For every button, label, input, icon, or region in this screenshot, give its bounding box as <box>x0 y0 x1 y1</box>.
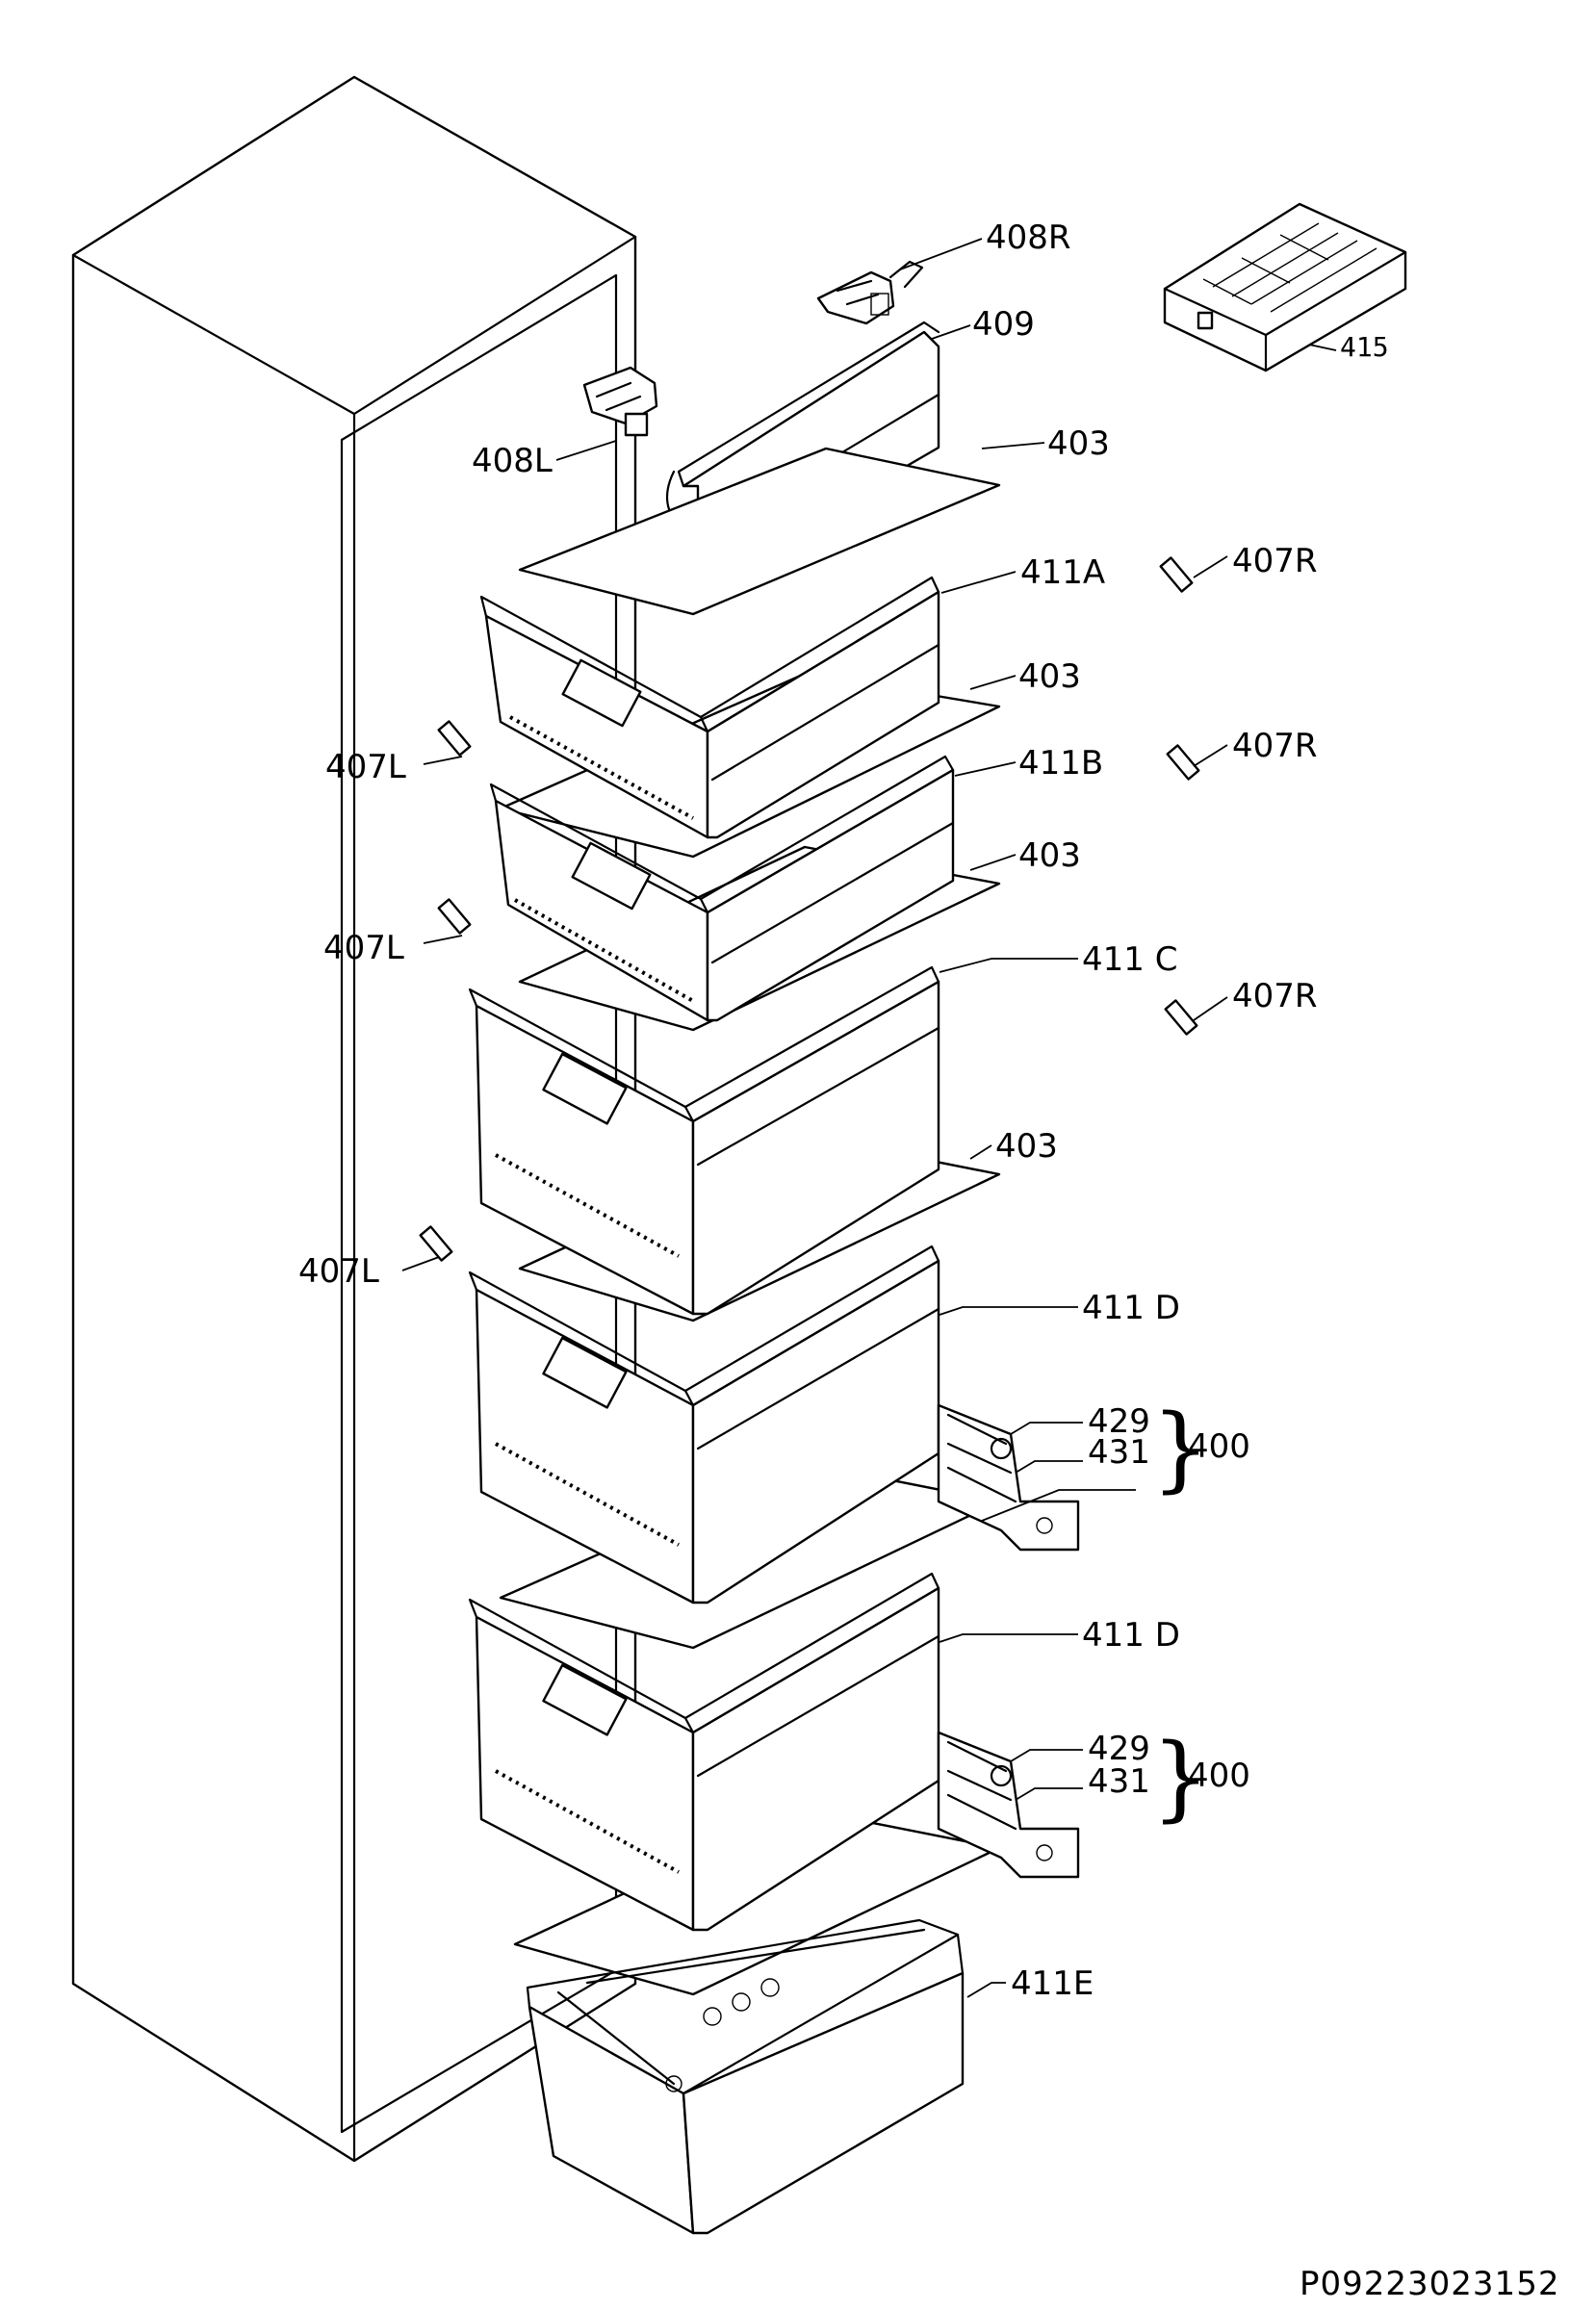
drawing-code: P09223023152 <box>1300 2265 1559 2303</box>
callout-403-1: 403 <box>1047 424 1110 463</box>
callout-411E: 411E <box>1011 1964 1094 2003</box>
callout-407L-1: 407L <box>325 748 406 786</box>
callout-411B: 411B <box>1018 744 1103 783</box>
drawer-411D-2 <box>468 1572 940 1932</box>
glass-shelf-403-1 <box>518 447 1001 616</box>
callout-431-1: 431 <box>1088 1433 1150 1472</box>
ice-tray-415 <box>1163 202 1407 372</box>
callout-400-2: 400 <box>1188 1757 1250 1795</box>
callout-431-2: 431 <box>1088 1762 1150 1801</box>
callout-403-2: 403 <box>1018 657 1081 696</box>
callout-403-3: 403 <box>1018 836 1081 875</box>
callout-429-1: 429 <box>1088 1402 1150 1441</box>
clip-407L-3 <box>419 1225 453 1262</box>
rail-assembly-400-1 <box>937 1403 1080 1552</box>
callout-429-2: 429 <box>1088 1730 1150 1768</box>
brace-400-1: } <box>1151 1395 1210 1502</box>
top-hinge-left-408L <box>582 366 658 437</box>
callout-407R-3: 407R <box>1232 977 1318 1015</box>
callout-407L-3: 407L <box>298 1252 379 1291</box>
callout-411A: 411A <box>1020 553 1105 592</box>
callout-411C: 411 C <box>1082 940 1177 979</box>
callout-407L-2: 407L <box>323 929 404 967</box>
callout-408R: 408R <box>986 218 1071 257</box>
clip-407R-2 <box>1166 744 1200 781</box>
clip-407R-3 <box>1164 999 1198 1036</box>
clip-407L-1 <box>437 720 472 757</box>
callout-415: 415 <box>1340 331 1389 363</box>
callout-408L: 408L <box>472 442 553 480</box>
callout-403-4: 403 <box>995 1127 1058 1166</box>
drawer-411D-1 <box>468 1245 940 1604</box>
top-hinge-right-408R <box>816 260 924 325</box>
callout-411D-1: 411 D <box>1082 1289 1180 1327</box>
brace-400-2: } <box>1151 1724 1210 1832</box>
clip-407R-1 <box>1159 556 1194 593</box>
callout-407R-1: 407R <box>1232 542 1318 580</box>
leader-lines <box>401 238 1337 1998</box>
drawer-411E <box>526 1918 965 2235</box>
callout-400-1: 400 <box>1188 1427 1250 1466</box>
drawer-411C <box>468 965 940 1316</box>
drawer-411A <box>479 576 940 839</box>
rail-assembly-400-2 <box>937 1731 1080 1879</box>
clip-407L-2 <box>437 898 472 935</box>
callout-409: 409 <box>972 305 1035 344</box>
callout-411D-2: 411 D <box>1082 1616 1180 1655</box>
callout-407R-2: 407R <box>1232 727 1318 765</box>
callout-labels: 408R 409 415 408L 403 407R 411A 403 407L… <box>298 218 1389 2003</box>
drawer-411B <box>489 755 955 1022</box>
